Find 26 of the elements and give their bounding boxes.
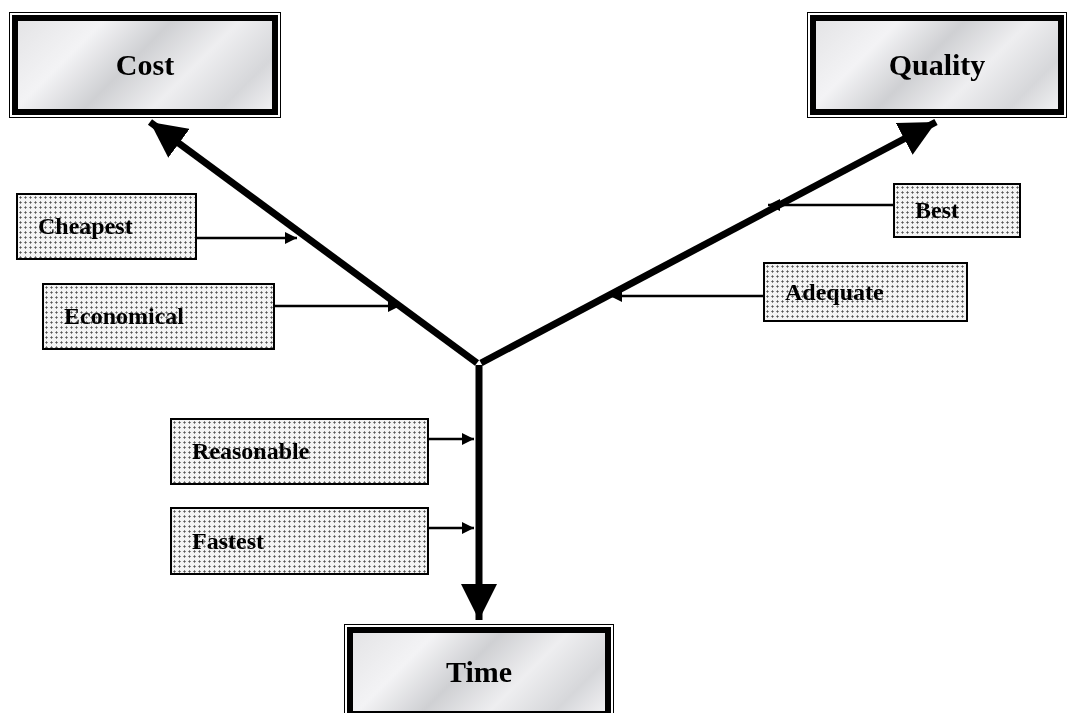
option-box: [170, 418, 429, 485]
arrow: [429, 522, 474, 534]
arrow: [197, 232, 297, 244]
option-box: [170, 507, 429, 575]
box-label: Cost: [115, 48, 175, 82]
option-box: [893, 183, 1021, 238]
option-box: [763, 262, 968, 322]
box-label: Reasonable: [192, 438, 310, 465]
arrow: [768, 199, 893, 211]
box-label: Economical: [64, 303, 184, 330]
goal-box: [12, 15, 278, 115]
box-label: Cheapest: [38, 213, 133, 240]
option-box: [16, 193, 197, 260]
box-label: Fastest: [192, 527, 264, 555]
goal-box: [810, 15, 1064, 115]
box-label: Adequate: [785, 278, 884, 306]
box-label: Time: [445, 655, 513, 689]
thick-arrow: [147, 119, 480, 366]
thick-arrow: [479, 118, 938, 367]
arrow: [429, 433, 474, 445]
arrow: [610, 290, 763, 302]
box-label: Quality: [888, 48, 986, 82]
arrow: [275, 300, 400, 312]
goal-box: [347, 627, 611, 713]
option-box: [42, 283, 275, 350]
box-label: Best: [915, 197, 959, 224]
